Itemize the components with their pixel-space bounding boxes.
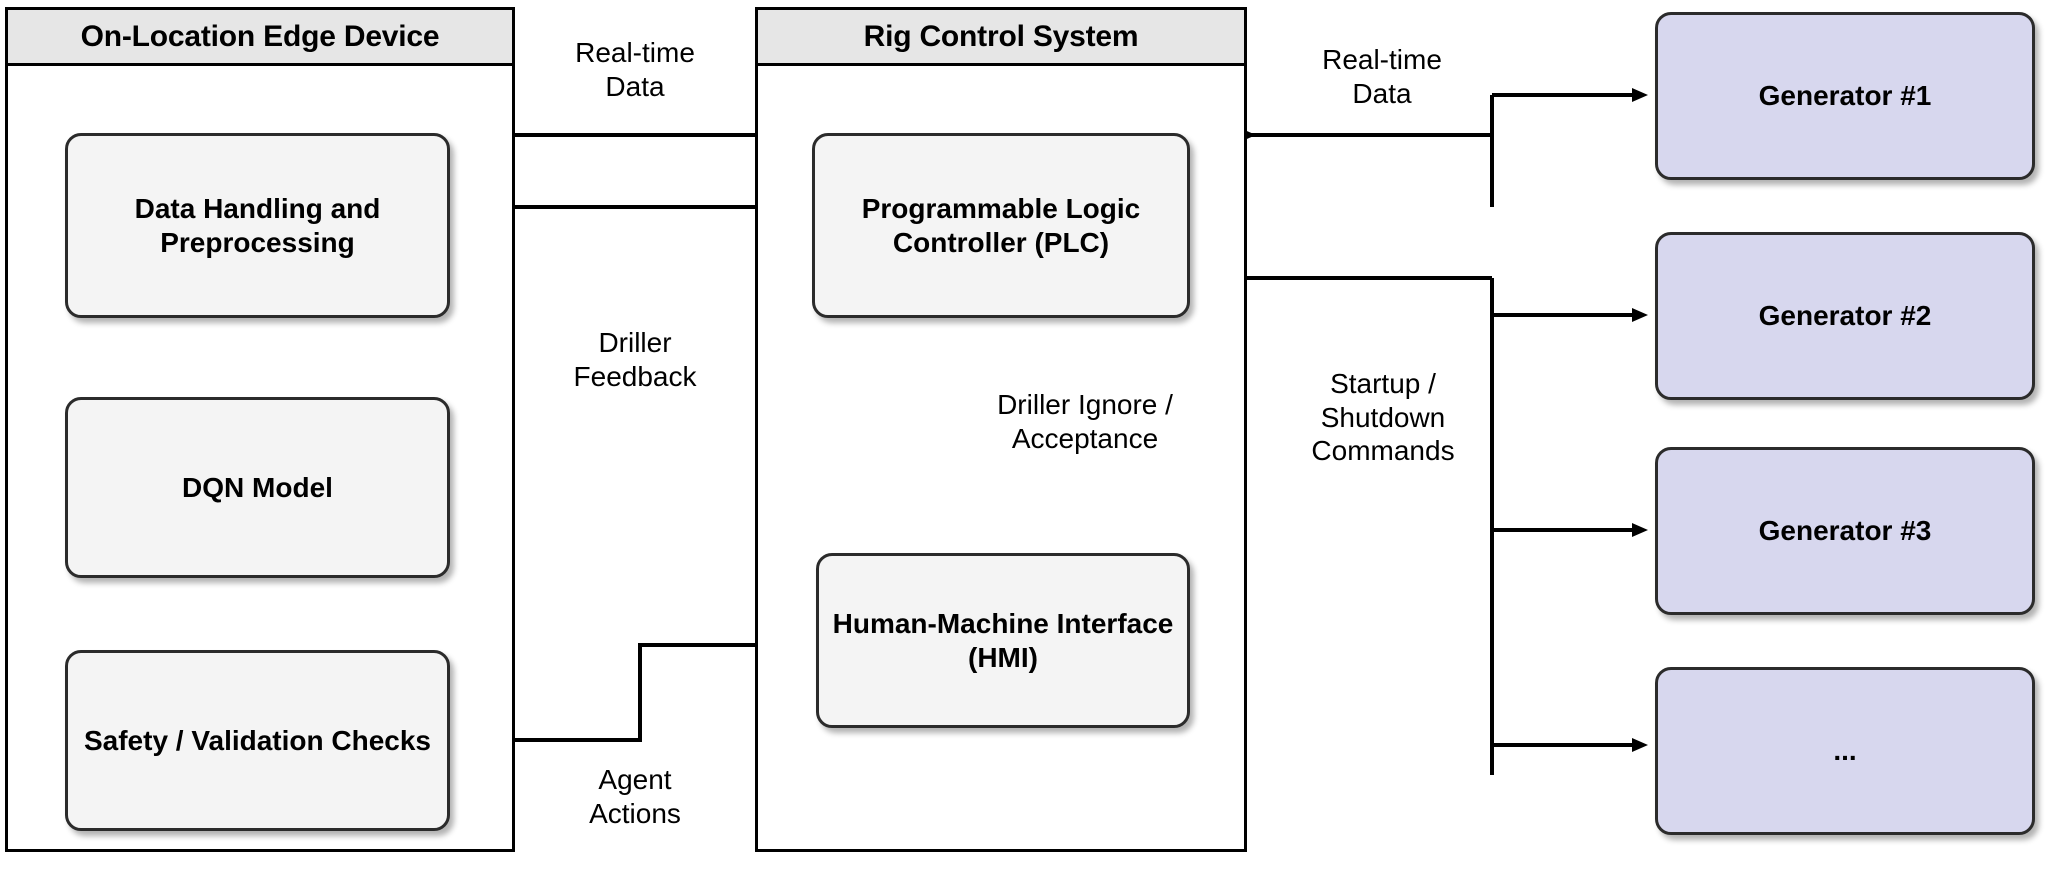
container-title-edge-device: On-Location Edge Device [8,10,512,66]
edge-label-driller-ignore-acceptance: Driller Ignore / Acceptance [997,389,1173,454]
node-data-handling-and-preprocessing[interactable]: Data Handling and Preprocessing [65,133,450,318]
edge-safety-to-hmi-agent-actions [452,638,832,742]
node-generator-2[interactable]: Generator #2 [1655,232,2035,400]
edge-label-startup-shutdown-commands: Startup / Shutdown Commands [1311,368,1455,467]
edge-generators-to-plc-realtime [1240,128,1494,207]
edge-label-driller-feedback: Driller Feedback [573,327,697,392]
node-safety-validation-checks[interactable]: Safety / Validation Checks [65,650,450,831]
node-generator-3[interactable]: Generator #3 [1655,447,2035,615]
node-programmable-logic-controller[interactable]: Programmable Logic Controller (PLC) [812,133,1190,318]
container-title-rig-control: Rig Control System [758,10,1244,66]
node-generator-more[interactable]: ... [1655,667,2035,835]
node-human-machine-interface[interactable]: Human-Machine Interface (HMI) [816,553,1190,728]
node-dqn-model[interactable]: DQN Model [65,397,450,578]
edge-label-realtime-data-right: Real-time Data [1322,44,1442,109]
edge-label-realtime-data-left: Real-time Data [575,37,695,102]
edge-label-agent-actions: Agent Actions [589,764,681,829]
node-generator-1[interactable]: Generator #1 [1655,12,2035,180]
